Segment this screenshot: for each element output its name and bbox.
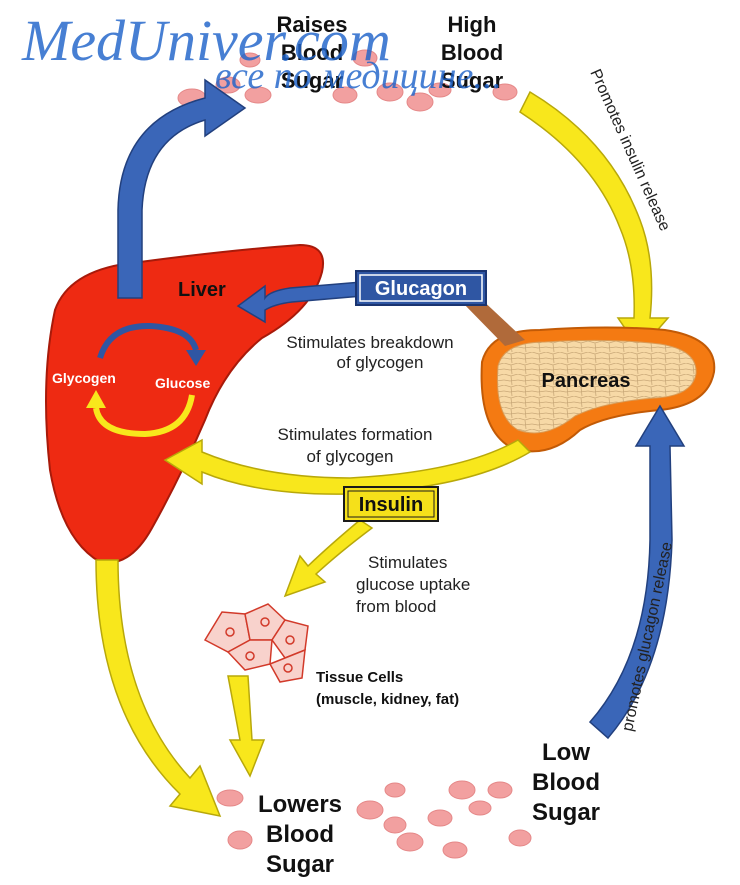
svg-text:Blood: Blood [266,821,334,848]
svg-text:Sugar: Sugar [266,851,334,878]
high-to-pancreas-arrow [520,92,668,350]
svg-text:Stimulates: Stimulates [368,553,447,572]
watermark-tagline: все по медицине... [215,55,502,97]
svg-text:of glycogen: of glycogen [337,353,424,372]
svg-text:Stimulates formation: Stimulates formation [278,425,433,444]
tissue-subtitle: (muscle, kidney, fat) [316,691,459,708]
svg-text:Stimulates breakdown: Stimulates breakdown [286,333,453,352]
tissue-title: Tissue Cells [316,669,403,686]
svg-text:Blood: Blood [532,769,600,796]
glucose-label: Glucose [155,375,210,391]
liver-label: Liver [178,279,226,301]
low-blood-sugar: Low Blood Sugar [532,739,600,826]
insulin-label: Insulin [359,494,423,516]
svg-text:of glycogen: of glycogen [307,447,394,466]
svg-text:glucose uptake: glucose uptake [356,575,470,594]
svg-text:Lowers: Lowers [258,791,342,818]
formation-label: Stimulates formation of glycogen [278,425,433,466]
svg-text:High: High [448,12,497,37]
pancreas-label: Pancreas [542,370,631,392]
tissue-lowers-arrow [228,676,264,776]
breakdown-label: Stimulates breakdown of glycogen [286,333,453,372]
svg-text:Low: Low [542,739,590,766]
promotes-glucagon-label: promotes glucagon release [619,540,676,732]
svg-text:from blood: from blood [356,597,436,616]
svg-text:Sugar: Sugar [532,799,600,826]
lowers-blood-sugar: Lowers Blood Sugar [258,791,342,878]
glycogen-label: Glycogen [52,370,116,386]
glucagon-label: Glucagon [375,278,467,300]
liver-lowers-arrow [96,560,220,816]
uptake-label: Stimulates glucose uptake from blood [356,553,470,616]
tissue-cells-icon [205,604,308,682]
